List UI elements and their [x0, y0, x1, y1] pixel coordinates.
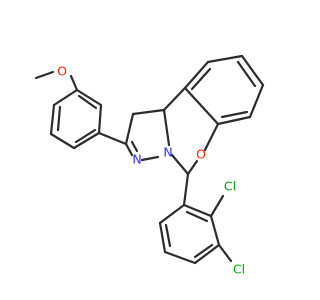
bond-ar3-double-1	[185, 210, 209, 223]
bond-ar1-4	[72, 131, 101, 150]
ortho-chlorine-label: Cl	[224, 179, 236, 194]
bond-oxygen-phenyl	[69, 74, 79, 92]
bond-ar2-4	[240, 54, 265, 87]
bond-phenyl-pyrazoline	[97, 131, 128, 146]
methoxy-group	[34, 70, 79, 92]
bond-n-c	[124, 142, 134, 157]
bond-ar2-5	[206, 54, 244, 64]
bond-ar1-double-1	[56, 105, 62, 132]
para-chlorine-label: Cl	[233, 262, 245, 277]
bond-ar2-1	[183, 86, 220, 126]
bond-c-ch2	[124, 112, 135, 146]
methoxy-oxygen-label: O	[57, 64, 67, 79]
bond-n-n	[140, 155, 160, 162]
bond-para-chlorine	[217, 243, 233, 263]
pyrazoline-ring	[97, 108, 171, 162]
bond-ar3-1	[182, 203, 213, 218]
methoxyphenyl-ring	[49, 88, 103, 150]
bond-n-c-double	[130, 140, 139, 153]
bond-ar3-double-2	[193, 243, 214, 259]
bond-ar2-double-1	[220, 110, 249, 119]
ring-oxygen-label: O	[196, 147, 206, 162]
bond-ar1-5	[97, 103, 103, 135]
bond-ar1-6	[75, 88, 103, 107]
bond-o-benzo	[203, 122, 220, 152]
bond-ar1-2	[49, 103, 56, 136]
dichlorophenyl-ring	[158, 172, 233, 265]
bond-ar2-double-3	[190, 67, 212, 91]
bond-ar3-double-3	[164, 223, 172, 248]
benzoxazine-ring	[162, 86, 220, 176]
bond-ar2-2	[216, 115, 252, 126]
molecule-structure-diagram: O O N N Cl Cl	[34, 54, 265, 277]
ring-nitrogen-label: N	[163, 145, 172, 160]
bond-n-ch	[170, 153, 190, 176]
bond-ar1-double-3	[77, 94, 98, 110]
bond-ar3-4	[163, 250, 197, 265]
bond-ch2-ch	[131, 108, 166, 116]
bond-ar3-5	[158, 221, 167, 254]
bond-ar2-6	[183, 60, 210, 90]
bond-ch-benzo	[162, 86, 187, 112]
bond-ar1-3	[49, 132, 76, 150]
bond-ch-n	[162, 108, 171, 147]
bond-ar3-3	[193, 243, 221, 265]
bond-ar3-2	[209, 214, 221, 247]
bond-ar3-6	[158, 203, 186, 225]
bond-methyl-oxygen	[34, 70, 55, 80]
bond-ar2-3	[248, 83, 265, 119]
bond-ar2-double-2	[236, 60, 257, 88]
bond-ch-o	[186, 159, 199, 176]
bond-ar1-1	[52, 88, 79, 107]
fused-benzene-ring	[183, 54, 265, 126]
pyrazoline-nitrogen-label: N	[132, 152, 141, 167]
bond-ch-dichlorophenyl	[182, 172, 190, 207]
bond-ar1-double-2	[74, 128, 97, 144]
bond-ortho-chlorine	[209, 194, 225, 218]
